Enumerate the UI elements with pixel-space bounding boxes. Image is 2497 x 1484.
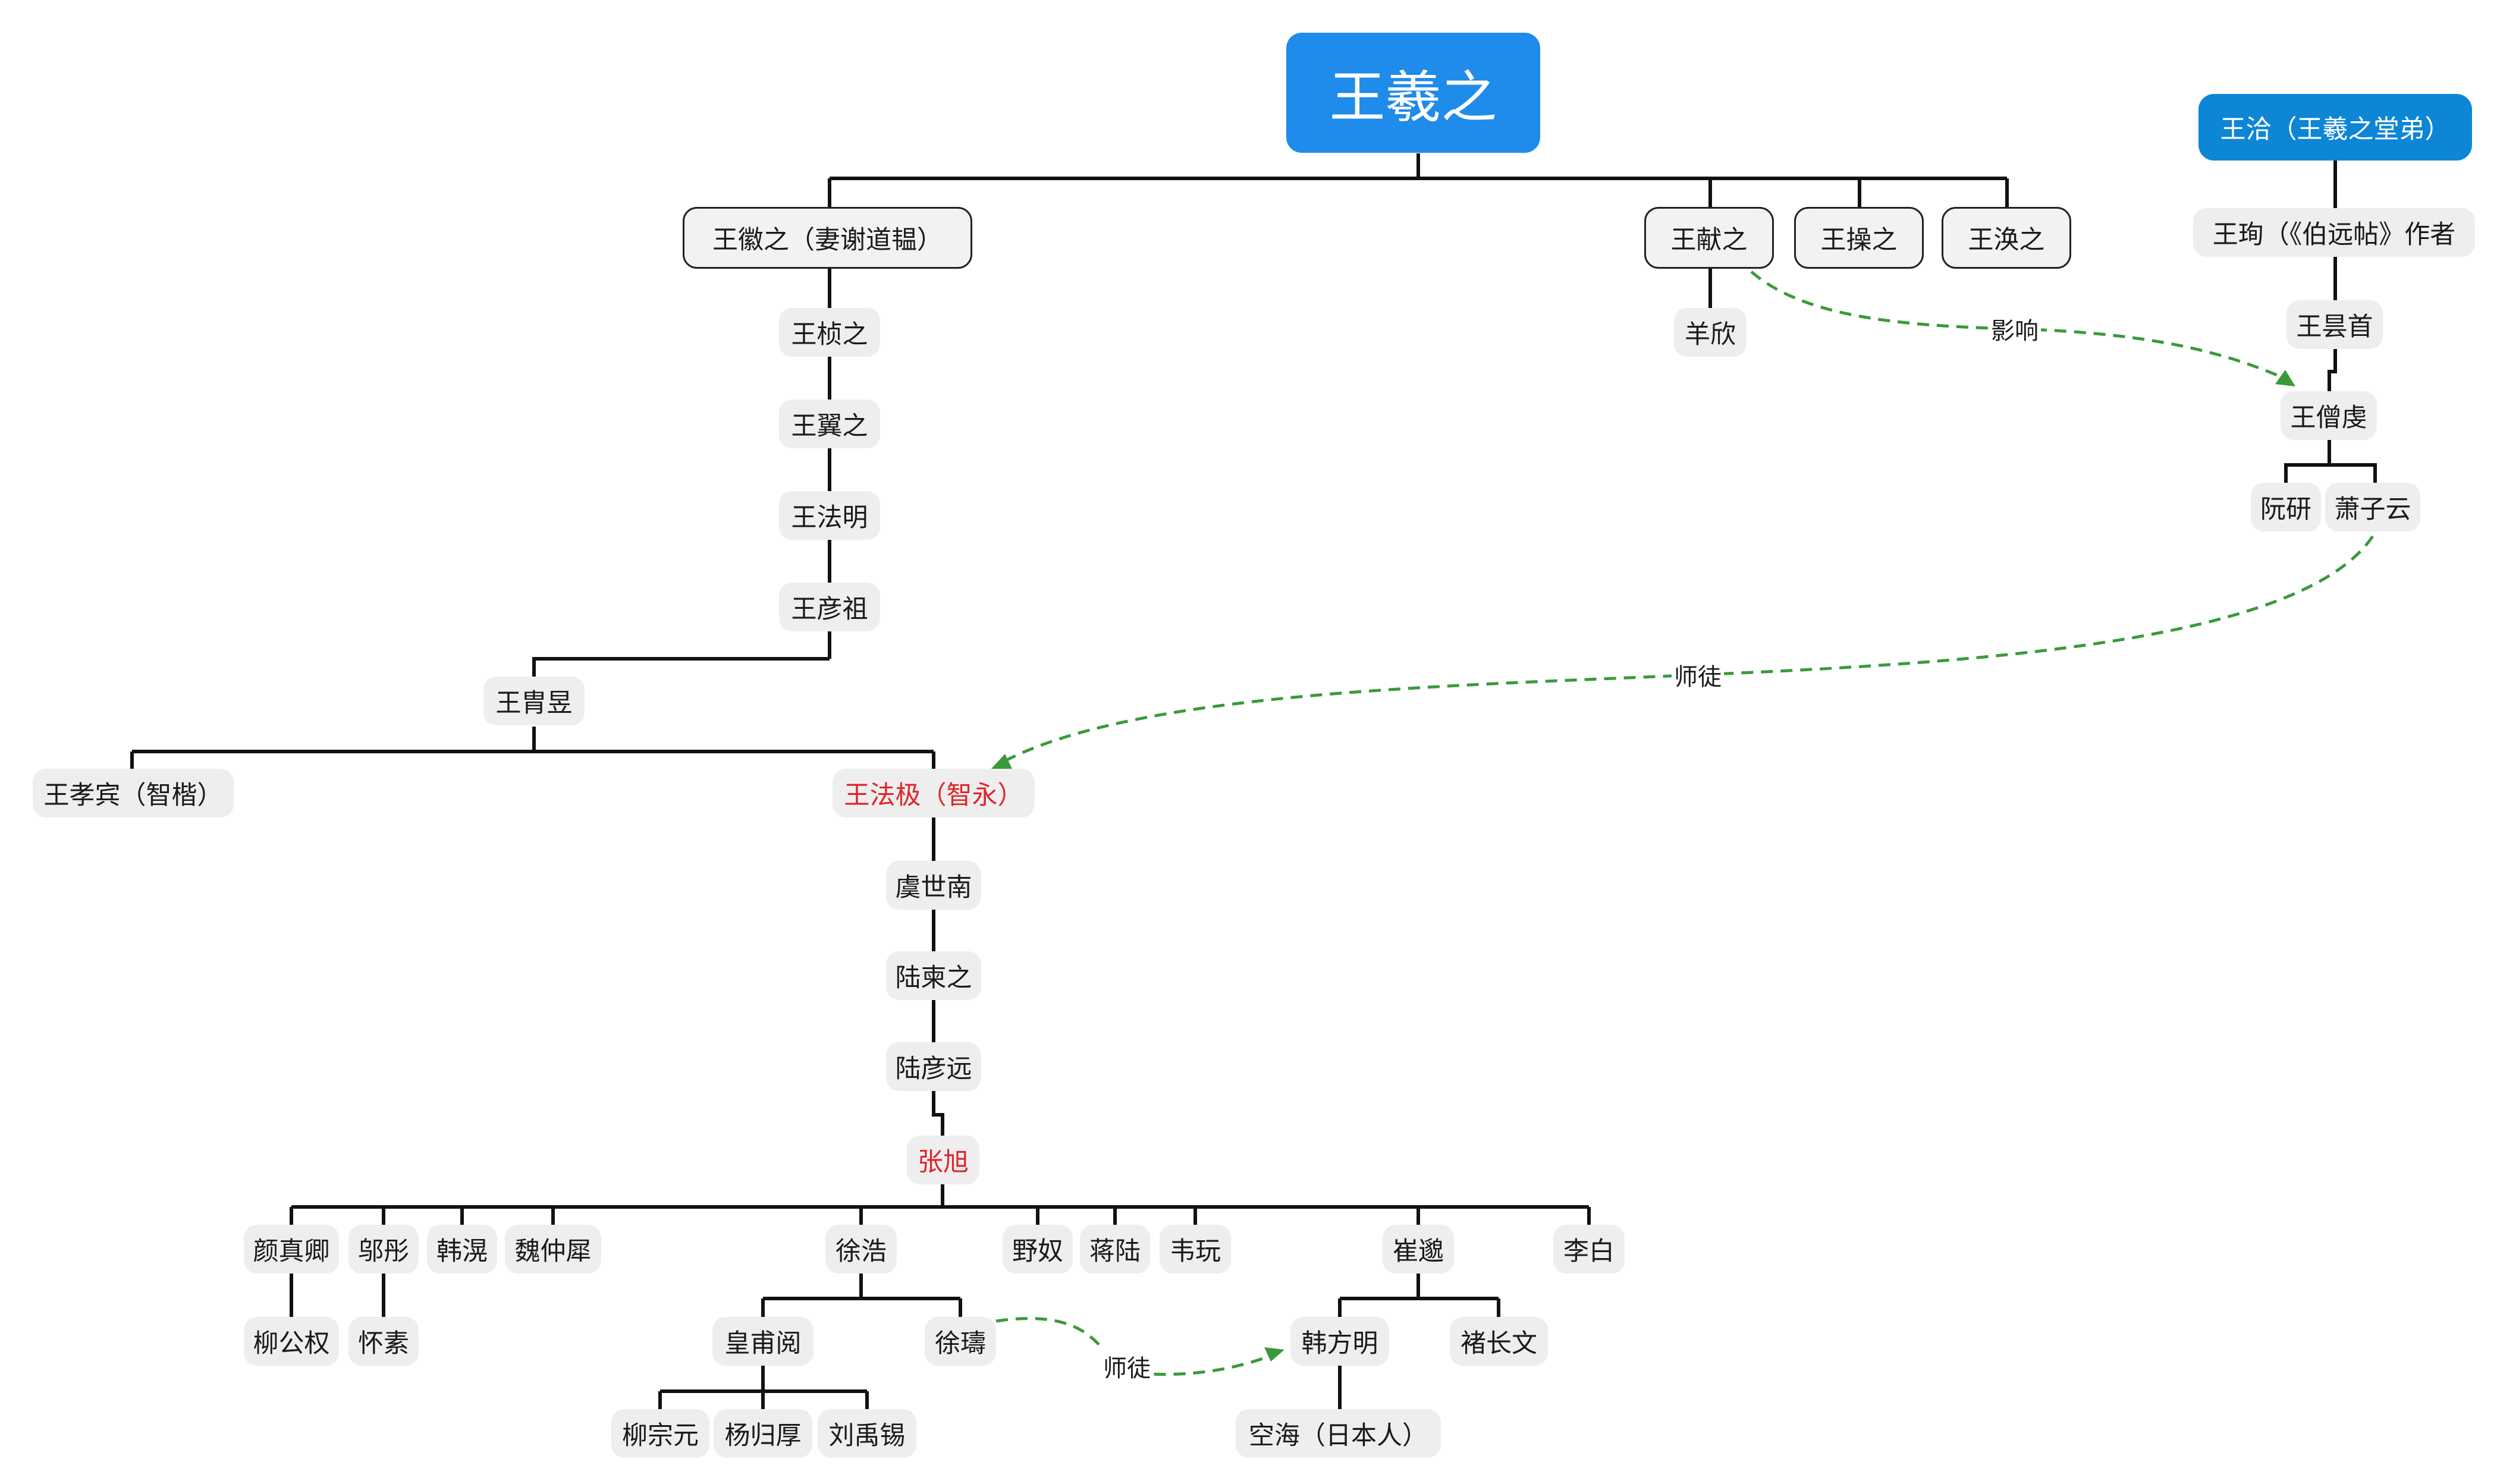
node-wangqia[interactable]: 王洽（王羲之堂弟） bbox=[2198, 94, 2472, 161]
node-kongehai[interactable]: 空海（日本人） bbox=[1236, 1409, 1441, 1458]
node-liugongquan[interactable]: 柳公权 bbox=[244, 1317, 339, 1366]
node-wangxuyu[interactable]: 王胄昱 bbox=[483, 677, 585, 725]
node-wanghuanzhi[interactable]: 王涣之 bbox=[1942, 207, 2071, 269]
node-wangxianzhi[interactable]: 王献之 bbox=[1644, 207, 1774, 269]
node-wangsengqian[interactable]: 王僧虔 bbox=[2281, 391, 2377, 440]
arrowhead-master-disciple-1 bbox=[990, 754, 1012, 770]
node-wanghuizhi[interactable]: 王徽之（妻谢道韫） bbox=[683, 207, 972, 269]
node-wangfaji[interactable]: 王法极（智永） bbox=[833, 769, 1035, 818]
node-wangxiaobin[interactable]: 王孝宾（智楷） bbox=[33, 769, 234, 818]
node-ruanyan[interactable]: 阮研 bbox=[2251, 483, 2321, 532]
node-lujianzhi[interactable]: 陆柬之 bbox=[886, 951, 981, 1000]
edge-yanzu-xuyu bbox=[532, 657, 830, 677]
edge-huangfu-children bbox=[658, 1366, 869, 1409]
node-xiaoziyun[interactable]: 萧子云 bbox=[2325, 483, 2420, 532]
label-master-disciple-1: 师徒 bbox=[1672, 658, 1724, 692]
node-zhangxu[interactable]: 张旭 bbox=[907, 1136, 979, 1184]
edge-zhangxu-children bbox=[290, 1184, 1591, 1225]
node-weiwan[interactable]: 韦玩 bbox=[1160, 1225, 1231, 1274]
edge-sengqian-children bbox=[2284, 440, 2377, 483]
label-influence: 影响 bbox=[1989, 312, 2041, 346]
node-wangtanshou[interactable]: 王昙首 bbox=[2286, 300, 2383, 349]
node-wangyanzu[interactable]: 王彦祖 bbox=[779, 583, 880, 631]
node-wangxun[interactable]: 王珣（《伯远帖》作者 bbox=[2193, 208, 2475, 257]
node-luyanyuan[interactable]: 陆彦远 bbox=[886, 1042, 981, 1091]
arrowhead-influence bbox=[2275, 370, 2295, 386]
node-wangzhenzhi[interactable]: 王桢之 bbox=[779, 308, 880, 357]
edge-xuhao-children bbox=[761, 1274, 962, 1317]
node-wutong[interactable]: 邬彤 bbox=[348, 1225, 419, 1274]
node-yushinan[interactable]: 虞世南 bbox=[886, 861, 981, 910]
edge-influence bbox=[1750, 271, 2291, 382]
arrowhead-master-disciple-2 bbox=[1264, 1347, 1284, 1362]
node-chuchangwen[interactable]: 褚长文 bbox=[1450, 1317, 1548, 1366]
edge-master-disciple-1 bbox=[998, 535, 2374, 766]
node-cuimiao[interactable]: 崔邈 bbox=[1383, 1225, 1454, 1274]
node-xuhao[interactable]: 徐浩 bbox=[825, 1225, 897, 1274]
edge-qia-chain bbox=[2328, 161, 2337, 392]
node-liuyuxi[interactable]: 刘禹锡 bbox=[818, 1409, 916, 1458]
node-huangfuyue[interactable]: 皇甫阅 bbox=[712, 1317, 814, 1366]
node-wangyizhi[interactable]: 王翼之 bbox=[779, 400, 880, 448]
node-hanhuang[interactable]: 韩滉 bbox=[427, 1225, 497, 1274]
edge-xuyu-children bbox=[130, 727, 935, 770]
node-yangxin[interactable]: 羊欣 bbox=[1674, 308, 1747, 357]
node-yenu[interactable]: 野奴 bbox=[1003, 1225, 1073, 1274]
node-yanzhenqing[interactable]: 颜真卿 bbox=[244, 1225, 339, 1274]
node-yangguihou[interactable]: 杨归厚 bbox=[714, 1409, 812, 1458]
node-libai[interactable]: 李白 bbox=[1553, 1225, 1625, 1274]
node-hanfangming[interactable]: 韩方明 bbox=[1290, 1317, 1389, 1366]
edge-master-disciple-2 bbox=[995, 1317, 1279, 1376]
node-root[interactable]: 王羲之 bbox=[1286, 33, 1540, 153]
node-liuzongyuan[interactable]: 柳宗元 bbox=[611, 1409, 709, 1458]
node-jianglu[interactable]: 蒋陆 bbox=[1080, 1225, 1150, 1274]
node-huaisu[interactable]: 怀素 bbox=[348, 1317, 419, 1366]
label-master-disciple-2: 师徒 bbox=[1101, 1349, 1153, 1384]
node-wangcaozhi[interactable]: 王操之 bbox=[1794, 207, 1924, 269]
edge-root-children bbox=[828, 153, 2009, 208]
node-wangfaming[interactable]: 王法明 bbox=[779, 491, 880, 540]
node-xushou[interactable]: 徐璹 bbox=[925, 1317, 996, 1366]
node-weizhongxi[interactable]: 魏仲犀 bbox=[505, 1225, 601, 1274]
edge-cui-children bbox=[1338, 1274, 1500, 1317]
